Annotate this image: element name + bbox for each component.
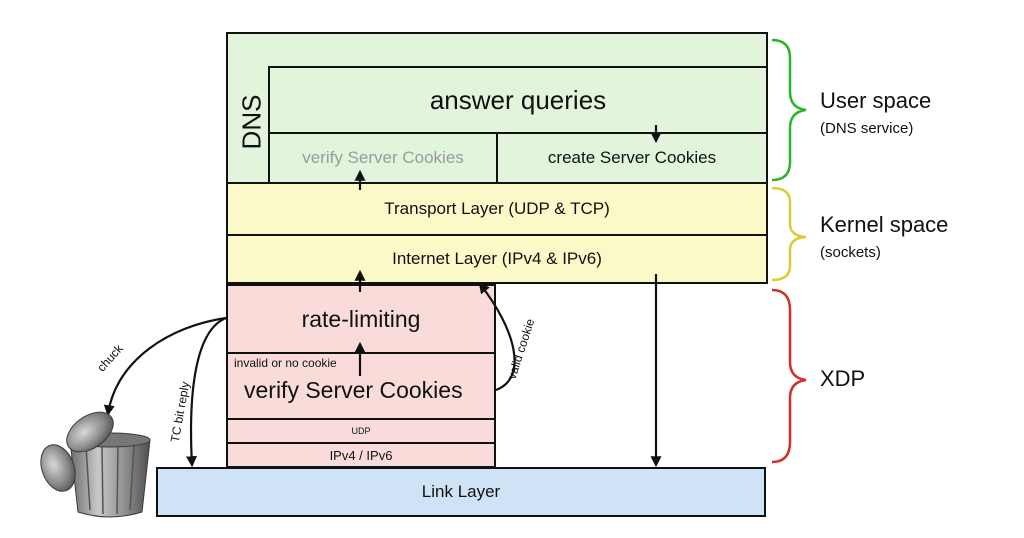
- arrow-tc-bit-reply: [186, 316, 227, 468]
- xdp-title: XDP: [820, 366, 866, 391]
- answer-queries-box: answer queries: [268, 66, 768, 134]
- transport-layer-label: Transport Layer (UDP & TCP): [384, 199, 610, 218]
- verify-cookies-xdp-label: verify Server Cookies: [244, 377, 463, 403]
- brace-xdp: [771, 288, 807, 464]
- answer-queries-label: answer queries: [429, 84, 607, 115]
- verify-cookies-user-label: verify Server Cookies: [302, 148, 464, 167]
- kernel-space-title: Kernel space: [820, 212, 949, 237]
- kernel-space-subtitle: (sockets): [820, 244, 881, 261]
- rate-limiting-label: rate-limiting: [301, 305, 421, 332]
- verify-cookies-user-box: verify Server Cookies: [268, 132, 498, 184]
- brace-user-space: [771, 38, 807, 182]
- trash-can-icon: [40, 411, 151, 518]
- link-layer-label: Link Layer: [421, 482, 501, 501]
- arrow-valid-cookie: [478, 282, 516, 392]
- arrow-chuck: [103, 316, 227, 417]
- link-layer-box: Link Layer: [156, 467, 766, 517]
- internet-layer-label: Internet Layer (IPv4 & IPv6): [392, 249, 602, 268]
- internet-layer-box: Internet Layer (IPv4 & IPv6): [226, 234, 768, 284]
- user-space-subtitle: (DNS service): [820, 120, 914, 137]
- transport-layer-box: Transport Layer (UDP & TCP): [226, 182, 768, 236]
- udp-box: UDP: [226, 418, 496, 444]
- invalid-cookie-label: invalid or no cookie: [234, 356, 337, 370]
- ip-label: IPv4 / IPv6: [329, 447, 393, 463]
- brace-kernel-space: [771, 186, 807, 282]
- user-space-title: User space: [820, 88, 932, 113]
- udp-label: UDP: [351, 426, 371, 436]
- create-cookies-label: create Server Cookies: [547, 148, 717, 167]
